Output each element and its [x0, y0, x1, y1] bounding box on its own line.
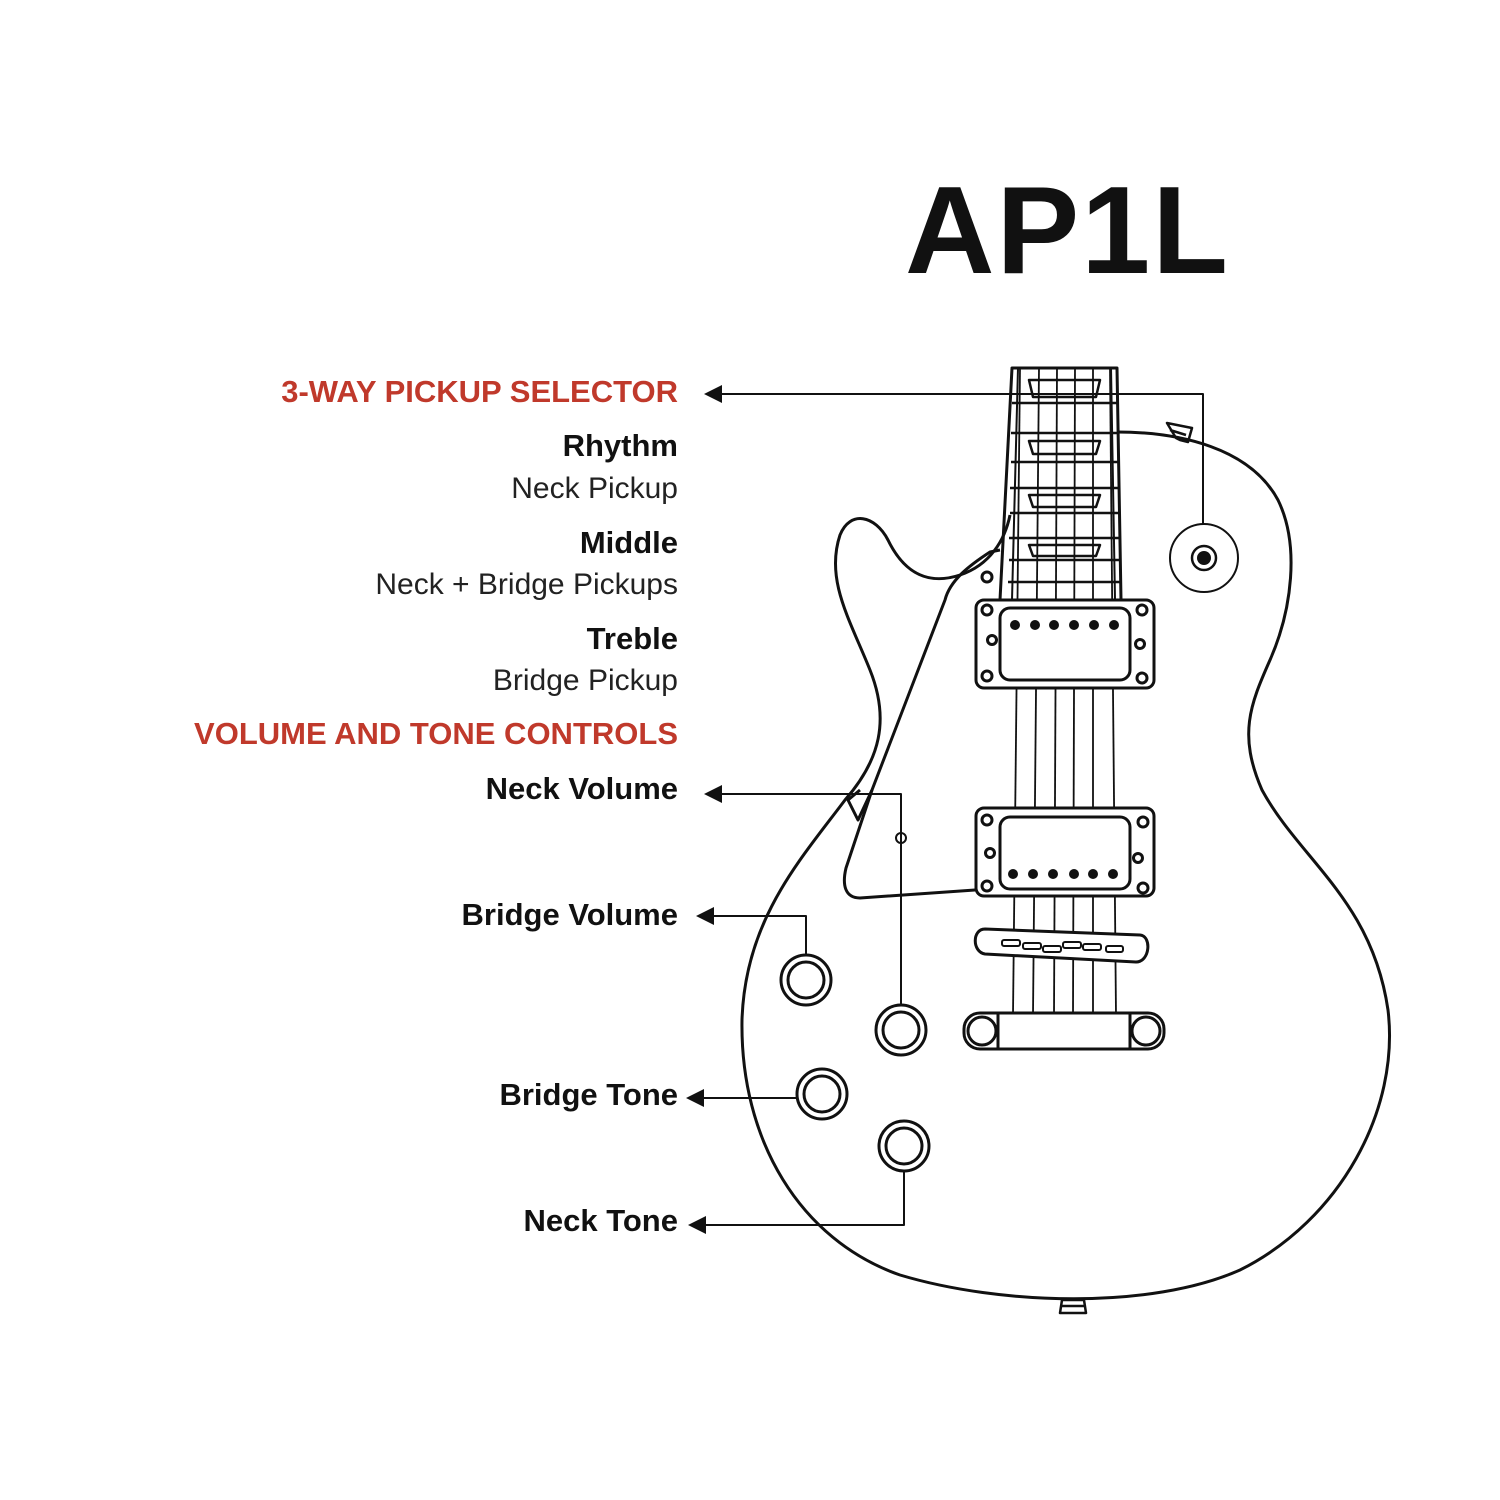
guitar-body: [740, 430, 1391, 1301]
position-desc-middle: Neck + Bridge Pickups: [375, 568, 678, 601]
tailpiece: [962, 1011, 1166, 1051]
leader-selector: [718, 393, 1204, 524]
label-neck-tone: Neck Tone: [523, 1203, 678, 1238]
knob-bridge-tone: [795, 1067, 849, 1121]
leader-neck-tone: [702, 1171, 905, 1226]
position-desc-rhythm: Neck Pickup: [511, 472, 678, 505]
arrow-icon: [688, 1216, 706, 1234]
position-name-middle: Middle: [579, 525, 678, 560]
knob-bridge-volume: [779, 953, 833, 1007]
model-title: AP1L: [905, 162, 1230, 300]
leader-neck-volume: [718, 793, 902, 1005]
label-bridge-tone: Bridge Tone: [499, 1077, 678, 1112]
strap-button-bottom: [1058, 1298, 1088, 1315]
neck-pickup: [974, 598, 1156, 690]
bridge: [973, 927, 1150, 964]
knob-neck-volume: [874, 1003, 928, 1057]
controls-heading: VOLUME AND TONE CONTROLS: [194, 716, 678, 751]
selector-heading: 3-WAY PICKUP SELECTOR: [281, 374, 678, 409]
strings: [1012, 367, 1117, 1016]
bridge-pickup: [974, 806, 1156, 898]
arrowheads: [686, 385, 722, 1234]
pickguard: [842, 548, 1001, 900]
pickup-selector-switch: [1169, 523, 1239, 593]
arrow-icon: [696, 907, 714, 925]
arrow-icon: [686, 1089, 704, 1107]
frets: [1008, 401, 1120, 584]
position-name-rhythm: Rhythm: [562, 428, 678, 463]
fret-inlays: [1027, 378, 1102, 558]
leader-bridge-volume: [710, 915, 807, 955]
position-desc-treble: Bridge Pickup: [492, 664, 678, 697]
arrow-icon: [704, 785, 722, 803]
label-bridge-volume: Bridge Volume: [461, 897, 678, 932]
arrow-icon: [704, 385, 722, 403]
strap-button-top: [1165, 421, 1194, 444]
knob-neck-tone: [877, 1119, 931, 1173]
position-name-treble: Treble: [586, 621, 678, 656]
label-neck-volume: Neck Volume: [485, 771, 678, 806]
leader-lines: [702, 393, 1204, 1226]
